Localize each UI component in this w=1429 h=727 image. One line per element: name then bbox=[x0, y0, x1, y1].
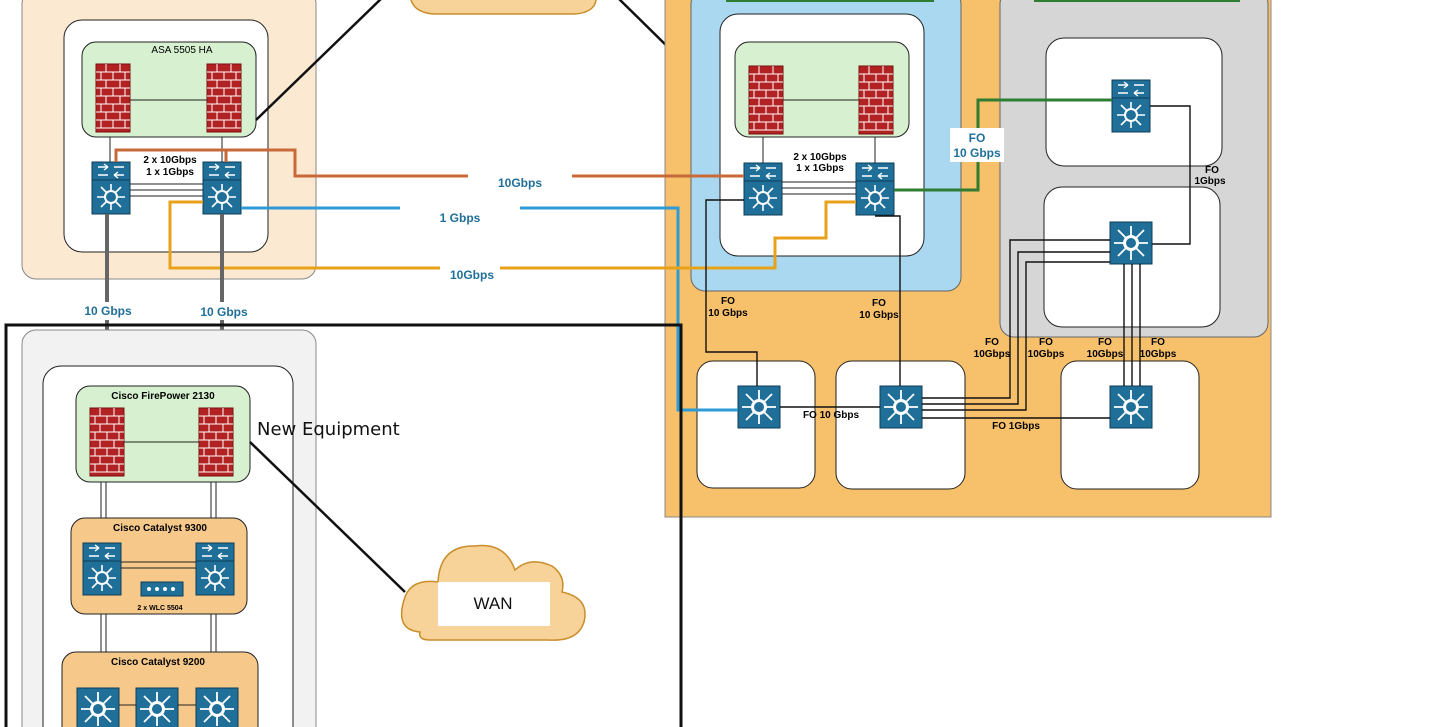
switch-icon bbox=[1111, 79, 1151, 133]
cat9300-label: Cisco Catalyst 9300 bbox=[113, 523, 207, 534]
asa-ha-label: ASA 5505 HA bbox=[151, 45, 212, 56]
new-equipment-label: New Equipment bbox=[257, 419, 400, 440]
firewall-icon bbox=[206, 63, 242, 133]
core-switch-icon bbox=[1109, 385, 1153, 429]
switch-icon bbox=[91, 161, 131, 215]
fo-label: FO 1Gbps bbox=[992, 421, 1040, 432]
fo-label: 10Gbps bbox=[1028, 349, 1065, 360]
switch-icon bbox=[82, 542, 122, 596]
link-label: 1 x 1Gbps bbox=[796, 163, 844, 174]
uplink-label: 10 Gbps bbox=[84, 304, 132, 318]
left-site-panel: ASA 5505 HA 2 x 10Gbps 1 x 1Gbps bbox=[21, 0, 317, 280]
core-switch-icon bbox=[879, 385, 923, 429]
link-label: 2 x 10Gbps bbox=[143, 155, 197, 166]
firewall-icon bbox=[198, 407, 234, 477]
fo-label: 10Gbps bbox=[1087, 349, 1124, 360]
link-yellow bbox=[168, 200, 440, 270]
firewall-icon bbox=[89, 407, 125, 477]
fo-label: FO bbox=[1151, 337, 1165, 348]
right-site-panel: 2 x 10Gbps 1 x 1Gbps bbox=[664, 0, 1272, 518]
link-blue bbox=[520, 206, 738, 412]
link-yellow bbox=[500, 200, 856, 270]
new-equipment-panel: Cisco FirePower 2130 Cisco Catalyst 9300… bbox=[21, 329, 317, 727]
cloud-top bbox=[410, 0, 597, 15]
fo-label: 10Gbps bbox=[974, 349, 1011, 360]
link-label: 1 x 1Gbps bbox=[146, 167, 194, 178]
core-switch-icon bbox=[195, 687, 239, 727]
core-switch-icon bbox=[76, 687, 120, 727]
cat9200-label: Cisco Catalyst 9200 bbox=[111, 657, 205, 668]
fo-label: FO bbox=[721, 296, 735, 307]
firewall-icon bbox=[858, 65, 894, 135]
fo-label: FO bbox=[872, 298, 886, 309]
fo-label: FO bbox=[1205, 165, 1219, 176]
firewall-icon bbox=[748, 65, 784, 135]
fo-label: FO bbox=[969, 131, 986, 145]
wan-link-label: 1 Gbps bbox=[440, 211, 481, 225]
core-switch-icon bbox=[737, 385, 781, 429]
switch-icon bbox=[195, 542, 235, 596]
fo-label: 10 Gbps bbox=[859, 310, 899, 321]
link-label: 2 x 10Gbps bbox=[793, 152, 847, 163]
uplink-label: 10 Gbps bbox=[200, 305, 248, 319]
core-switch-icon bbox=[1109, 221, 1153, 265]
core-switch-icon bbox=[135, 687, 179, 727]
firepower-label: Cisco FirePower 2130 bbox=[111, 391, 215, 402]
fo-label: 10 Gbps bbox=[953, 146, 1001, 160]
switch-icon bbox=[743, 162, 783, 216]
highlight-frame bbox=[4, 323, 683, 727]
fo-label: FO 10 Gbps bbox=[803, 410, 860, 421]
switch-icon bbox=[855, 162, 895, 216]
fo-label: 10Gbps bbox=[1140, 349, 1177, 360]
switch-icon bbox=[202, 161, 242, 215]
link-orange bbox=[114, 148, 470, 178]
fo-label: FO bbox=[1039, 337, 1053, 348]
wlc-icon bbox=[140, 581, 184, 597]
fo-label: 10 Gbps bbox=[708, 308, 748, 319]
wan-cloud bbox=[400, 544, 586, 641]
wan-link-label: 10Gbps bbox=[498, 176, 542, 190]
wlc-label: 2 x WLC 5504 bbox=[137, 605, 182, 612]
firewall-icon bbox=[95, 63, 131, 133]
fo-label: FO bbox=[985, 337, 999, 348]
fo-label: FO bbox=[1098, 337, 1112, 348]
wan-link-label: 10Gbps bbox=[450, 268, 494, 282]
wan-label: WAN bbox=[473, 594, 512, 613]
fo-label: 1Gbps bbox=[1194, 176, 1226, 187]
